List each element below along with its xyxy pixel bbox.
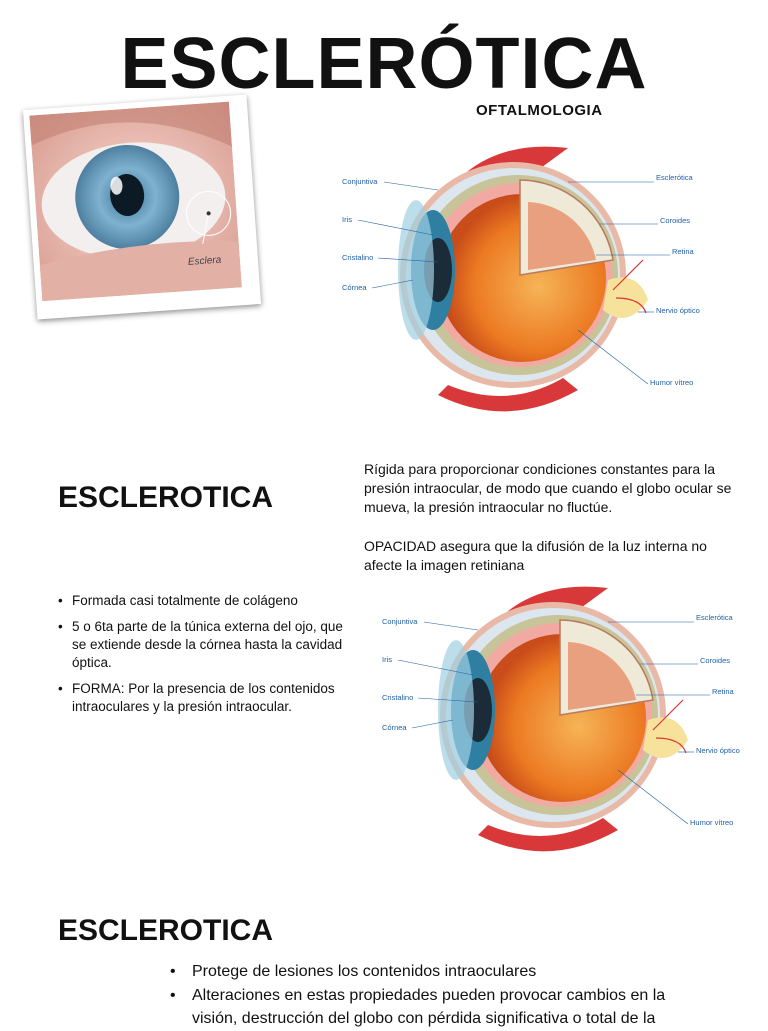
list-item: Formada casi totalmente de colágeno bbox=[58, 592, 343, 610]
slide1-subtitle: OFTALMOLOGIA bbox=[476, 102, 603, 119]
label-esclerotica: Esclerótica bbox=[696, 613, 734, 622]
label-cornea: Córnea bbox=[382, 723, 407, 732]
label-cristalino: Cristalino bbox=[342, 253, 373, 262]
slide1-title: ESCLERÓTICA bbox=[120, 24, 648, 104]
list-item: Protege de lesiones los contenidos intra… bbox=[170, 960, 690, 983]
label-conjuntiva: Conjuntiva bbox=[342, 177, 378, 186]
label-conjuntiva: Conjuntiva bbox=[382, 617, 418, 626]
list-item: FORMA: Por la presencia de los contenido… bbox=[58, 680, 343, 716]
label-cristalino: Cristalino bbox=[382, 693, 413, 702]
list-item: Alteraciones en estas propiedades pueden… bbox=[170, 984, 690, 1030]
label-nervio-optico: Nervio óptico bbox=[696, 746, 740, 755]
label-retina: Retina bbox=[672, 247, 695, 256]
label-nervio-optico: Nervio óptico bbox=[656, 306, 700, 315]
slide2-paragraph-rigidez: Rígida para proporcionar condiciones con… bbox=[364, 461, 732, 515]
label-cornea: Córnea bbox=[342, 283, 367, 292]
eye-anatomy-diagram-1: Conjuntiva Iris Cristalino Córnea Escler… bbox=[342, 146, 700, 412]
label-iris: Iris bbox=[382, 655, 392, 664]
label-iris: Iris bbox=[342, 215, 352, 224]
slide2-heading: ESCLEROTICA bbox=[58, 481, 274, 514]
slide3-bullet-list: Protege de lesiones los contenidos intra… bbox=[170, 960, 690, 1031]
label-retina: Retina bbox=[712, 687, 735, 696]
slide3-heading: ESCLEROTICA bbox=[58, 914, 274, 947]
list-item: 5 o 6ta parte de la túnica externa del o… bbox=[58, 618, 343, 672]
label-coroides: Coroides bbox=[660, 216, 690, 225]
eye-anatomy-diagram-2: Conjuntiva Iris Cristalino Córnea Escler… bbox=[382, 586, 740, 852]
photo-label: Esclera bbox=[188, 255, 222, 268]
eye-photo: Esclera bbox=[22, 94, 262, 320]
slide2-bullet-list: Formada casi totalmente de colágeno 5 o … bbox=[58, 592, 343, 724]
label-esclerotica: Esclerótica bbox=[656, 173, 694, 182]
label-coroides: Coroides bbox=[700, 656, 730, 665]
label-humor-vitreo: Humor vítreo bbox=[690, 818, 733, 827]
label-humor-vitreo: Humor vítreo bbox=[650, 378, 693, 387]
slide2-paragraph-opacidad: OPACIDAD asegura que la difusión de la l… bbox=[364, 538, 707, 573]
